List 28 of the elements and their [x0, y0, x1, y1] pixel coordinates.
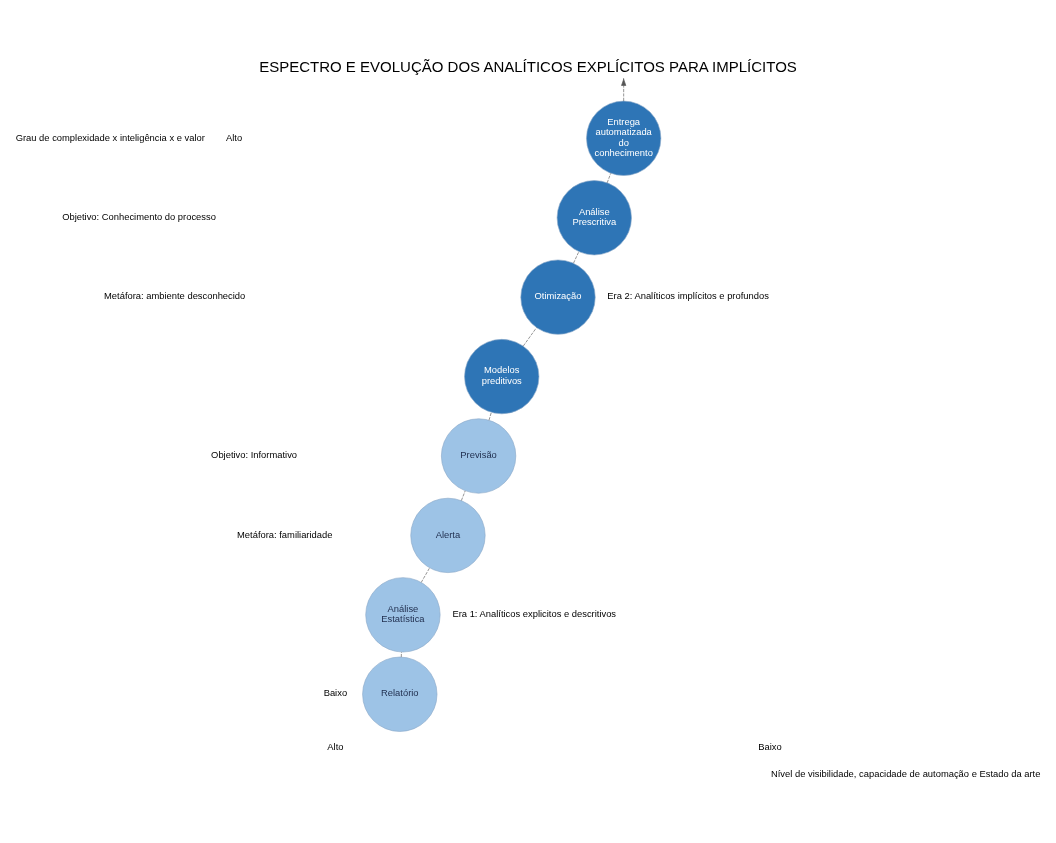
label: Objetivo: Conhecimento do processo — [62, 211, 216, 222]
connector — [400, 651, 402, 657]
node-circle: Relatório — [362, 656, 438, 732]
node-circle: Análise Prescritiva — [556, 179, 632, 255]
connector — [523, 326, 537, 346]
label: Metáfora: ambiente desconhecido — [104, 290, 246, 301]
connector — [606, 172, 612, 183]
label: Baixo — [323, 687, 348, 698]
diagram-title: ESPECTRO E EVOLUÇÃO DOS ANALÍTICOS EXPLÍCITOS PARA IMPLÍCITOS — [259, 57, 797, 75]
connector — [573, 250, 580, 263]
connector — [461, 490, 466, 501]
node-circle: Alerta — [410, 497, 486, 573]
label: Baixo — [758, 741, 782, 752]
label: Grau de complexidade x inteligência x e valor — [15, 132, 205, 142]
label: Nível de visibilidade, capacidade de automação e Estado da arte — [770, 768, 1041, 779]
node-circle: Entrega automatizada do conhecimento — [586, 100, 662, 176]
connector — [420, 567, 430, 583]
label: Era 1: Analíticos explicitos e descritivos — [452, 608, 617, 619]
label: Era 2: Analíticos implícitos e profundos — [607, 290, 769, 301]
node-circle: Análise Estatística — [365, 576, 441, 652]
node-circle: Modelos preditivos — [464, 338, 540, 414]
node-circle: Previsão — [441, 417, 517, 493]
label: Alto — [226, 132, 243, 142]
node-circle: Otimização — [520, 259, 596, 335]
connector — [488, 411, 492, 420]
label: Metáfora: familiaridade — [237, 529, 333, 540]
label: Objetivo: Informativo — [211, 449, 298, 460]
label: Alto — [327, 741, 344, 752]
